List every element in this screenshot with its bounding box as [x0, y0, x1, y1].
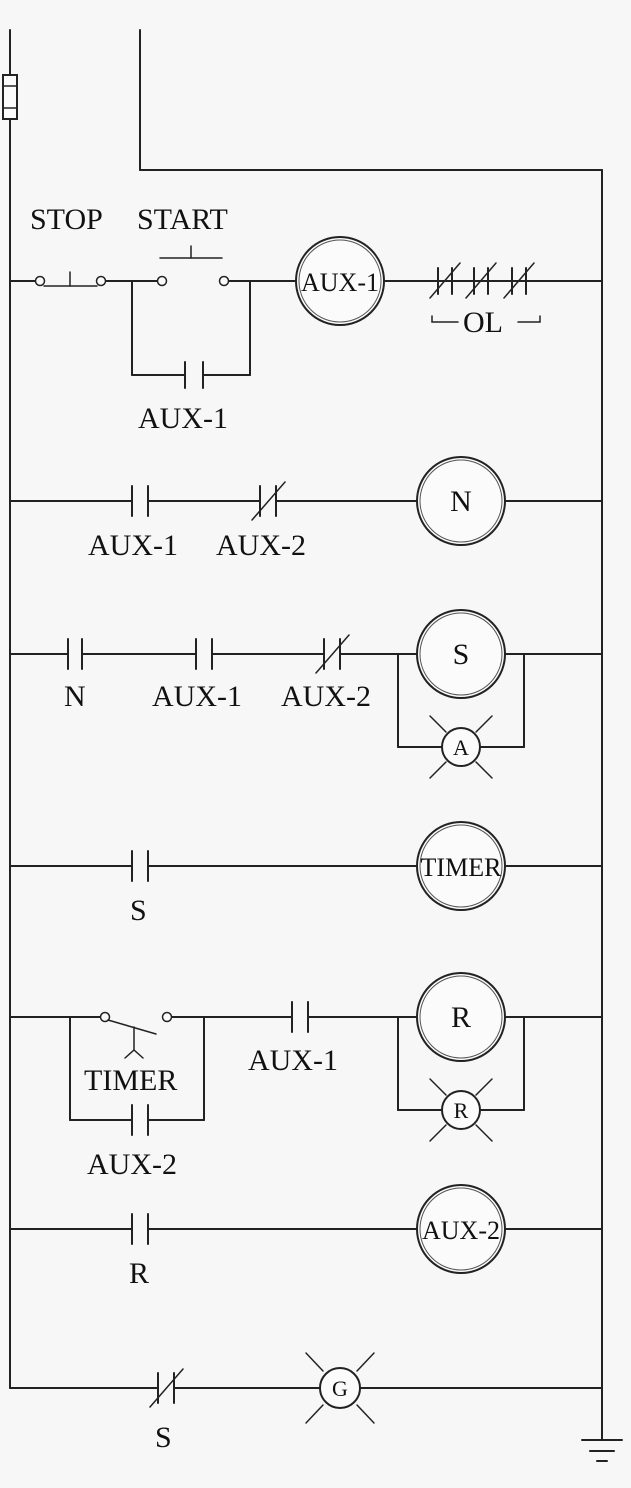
lamp-a-label: A — [453, 735, 469, 760]
r7-s-nc-contact — [149, 1368, 184, 1408]
timer-contact — [99, 1011, 173, 1059]
coil-n-label: N — [450, 485, 472, 518]
coil-aux-2-label: AUX-2 — [422, 1216, 500, 1245]
coil-r-label: R — [451, 1001, 471, 1034]
r2-aux1-contact — [131, 485, 149, 517]
start-pushbutton — [156, 245, 230, 287]
left-rail — [2, 29, 18, 1389]
lamp-r-icon: R — [429, 1078, 493, 1142]
r5-aux2-contact — [131, 1104, 149, 1136]
stop-label: STOP — [30, 203, 103, 236]
coil-n: N — [416, 456, 506, 546]
r3-aux2-label: AUX-2 — [281, 680, 371, 713]
aux1-seal-contact — [184, 361, 204, 389]
ground-icon — [581, 1439, 623, 1462]
overload-contacts — [429, 262, 541, 323]
rung-5 — [9, 1016, 603, 1121]
stop-pushbutton — [34, 271, 107, 287]
start-label: START — [137, 203, 228, 236]
r3-aux1-contact — [195, 638, 213, 670]
coil-aux-2: AUX-2 — [416, 1184, 506, 1274]
r4-s-label: S — [130, 894, 147, 927]
rung-3 — [9, 653, 603, 748]
coil-timer-label: TIMER — [421, 853, 503, 882]
r5-timer-label: TIMER — [84, 1064, 177, 1097]
r2-aux2-label: AUX-2 — [216, 529, 306, 562]
lamp-g-label: G — [332, 1376, 348, 1401]
coil-aux-1: AUX-1 — [295, 236, 385, 326]
lamp-a-icon: A — [429, 715, 493, 779]
r5-aux1-label: AUX-1 — [248, 1044, 338, 1077]
r4-s-contact — [131, 850, 149, 882]
r3-n-contact — [67, 638, 83, 670]
rung-1 — [9, 280, 603, 376]
r6-r-label: R — [129, 1257, 149, 1290]
r2-aux2-nc-contact — [251, 481, 286, 521]
lamp-r-label: R — [454, 1098, 469, 1123]
r3-aux1-label: AUX-1 — [152, 680, 242, 713]
r3-n-label: N — [64, 680, 86, 713]
r6-r-contact — [131, 1213, 149, 1245]
r3-aux2-nc-contact — [315, 634, 350, 674]
r2-aux1-label: AUX-1 — [88, 529, 178, 562]
ol-label: OL — [463, 306, 503, 339]
aux1-seal-label: AUX-1 — [138, 402, 228, 435]
r7-s-label: S — [155, 1421, 172, 1454]
coil-r: R — [416, 972, 506, 1062]
r5-aux1-contact — [291, 1001, 309, 1033]
coil-s-label: S — [453, 638, 470, 671]
lamp-g-icon: G — [305, 1352, 375, 1424]
r5-aux2-label: AUX-2 — [87, 1148, 177, 1181]
coil-timer: TIMER — [416, 821, 506, 911]
coil-s: S — [416, 609, 506, 699]
coil-aux-1-label: AUX-1 — [301, 268, 379, 297]
